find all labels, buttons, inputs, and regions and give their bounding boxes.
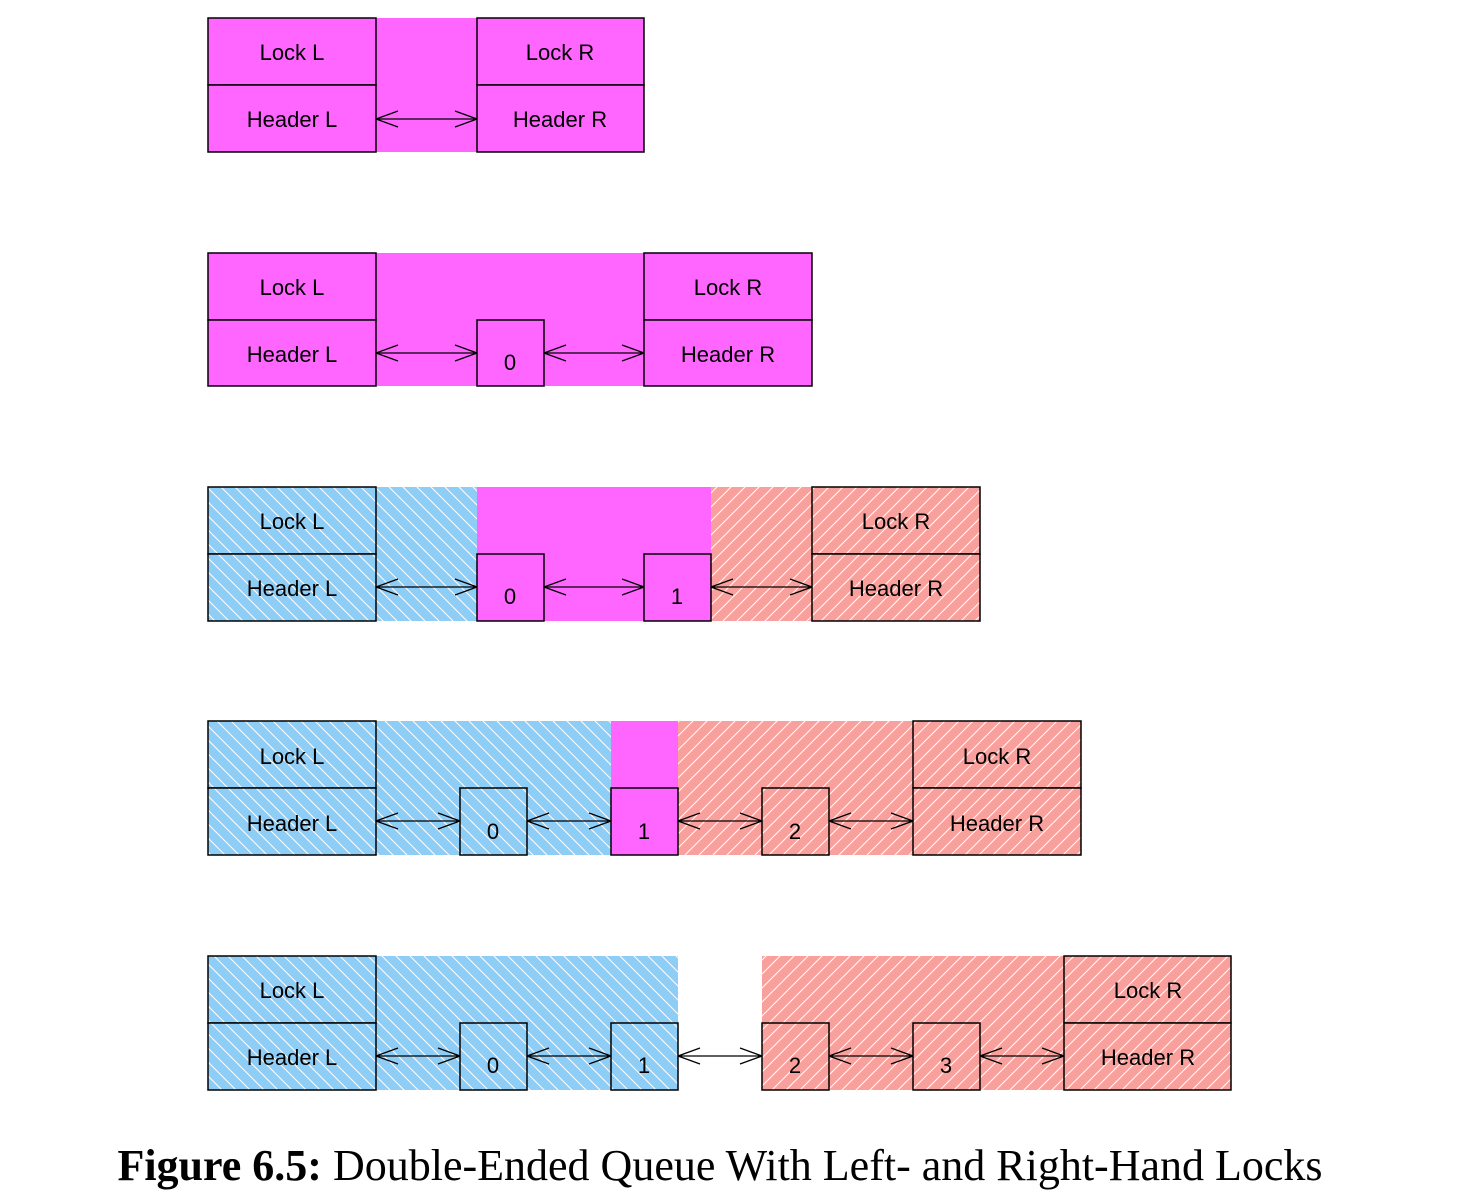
queue-element-box	[459, 1022, 528, 1091]
lock-left-label: Lock L	[260, 275, 325, 300]
left-locked-region	[376, 487, 477, 621]
lock-left-box	[207, 17, 377, 86]
lock-right-label: Lock R	[1114, 978, 1182, 1003]
deque-diagram: Lock L Header L Lock R Header R Lock L H…	[207, 17, 1232, 1091]
queue-state-3: Lock L Header L Lock R Header R 0 1	[207, 486, 981, 622]
header-left-label: Header L	[247, 342, 338, 367]
double-arrow	[375, 578, 813, 596]
header-right-box	[912, 787, 1082, 856]
queue-element-box	[610, 787, 679, 856]
header-right-box	[643, 319, 813, 387]
header-right-box	[1063, 1022, 1232, 1091]
queue-state-1: Lock L Header L Lock R Header R	[207, 17, 645, 153]
queue-element-label: 0	[504, 584, 516, 609]
queue-element-box	[912, 1022, 981, 1091]
right-locked-region	[711, 487, 812, 621]
double-arrow	[375, 812, 914, 830]
lock-right-label: Lock R	[963, 744, 1031, 769]
figure-number: Figure 6.5:	[117, 1141, 322, 1190]
lock-right-box	[811, 486, 981, 555]
figure-title: Double-Ended Queue With Left- and Right-…	[332, 1141, 1323, 1190]
figure-caption: Figure 6.5: Double-Ended Queue With Left…	[0, 1140, 1440, 1191]
queue-element-box	[476, 553, 545, 622]
header-right-label: Header R	[1101, 1045, 1195, 1070]
queue-element-label: 1	[638, 819, 650, 844]
queue-element-label: 1	[671, 584, 683, 609]
queue-element-label: 2	[789, 1053, 801, 1078]
shared-region	[376, 18, 477, 152]
header-left-label: Header L	[247, 811, 338, 836]
header-right-box	[811, 553, 981, 622]
header-left-box	[207, 84, 377, 153]
lock-right-box	[476, 17, 645, 86]
header-right-label: Header R	[950, 811, 1044, 836]
lock-right-box	[643, 252, 813, 321]
header-left-box	[207, 553, 377, 622]
double-arrow	[375, 1047, 1065, 1065]
lock-right-label: Lock R	[694, 275, 762, 300]
queue-element-label: 0	[504, 350, 516, 375]
header-left-box	[207, 787, 377, 856]
lock-right-label: Lock R	[862, 509, 930, 534]
queue-state-5: Lock L Header L Lock R Header R 0 1 2 3	[207, 955, 1232, 1091]
lock-left-label: Lock L	[260, 40, 325, 65]
queue-element-label: 2	[789, 819, 801, 844]
header-right-label: Header R	[849, 576, 943, 601]
header-left-label: Header L	[247, 576, 338, 601]
header-left-box	[207, 319, 377, 387]
lock-right-label: Lock R	[526, 40, 594, 65]
lock-left-label: Lock L	[260, 978, 325, 1003]
queue-element-label: 3	[940, 1053, 952, 1078]
queue-element-label: 1	[638, 1053, 650, 1078]
queue-state-4: Lock L Header L Lock R Header R 0 1 2	[207, 720, 1082, 856]
lock-left-label: Lock L	[260, 744, 325, 769]
queue-element-label: 0	[487, 819, 499, 844]
lock-left-box	[207, 955, 377, 1024]
double-arrow	[375, 110, 478, 128]
header-right-label: Header R	[513, 107, 607, 132]
queue-element-box	[643, 553, 712, 622]
header-left-label: Header L	[247, 107, 338, 132]
queue-element-box	[761, 1022, 830, 1091]
lock-left-box	[207, 720, 377, 789]
double-arrow	[375, 344, 645, 362]
queue-state-2: Lock L Header L Lock R Header R 0	[207, 252, 813, 387]
queue-element-box	[476, 319, 545, 387]
lock-left-box	[207, 486, 377, 555]
header-right-box	[476, 84, 645, 153]
header-left-label: Header L	[247, 1045, 338, 1070]
queue-element-label: 0	[487, 1053, 499, 1078]
lock-left-label: Lock L	[260, 509, 325, 534]
header-right-label: Header R	[681, 342, 775, 367]
